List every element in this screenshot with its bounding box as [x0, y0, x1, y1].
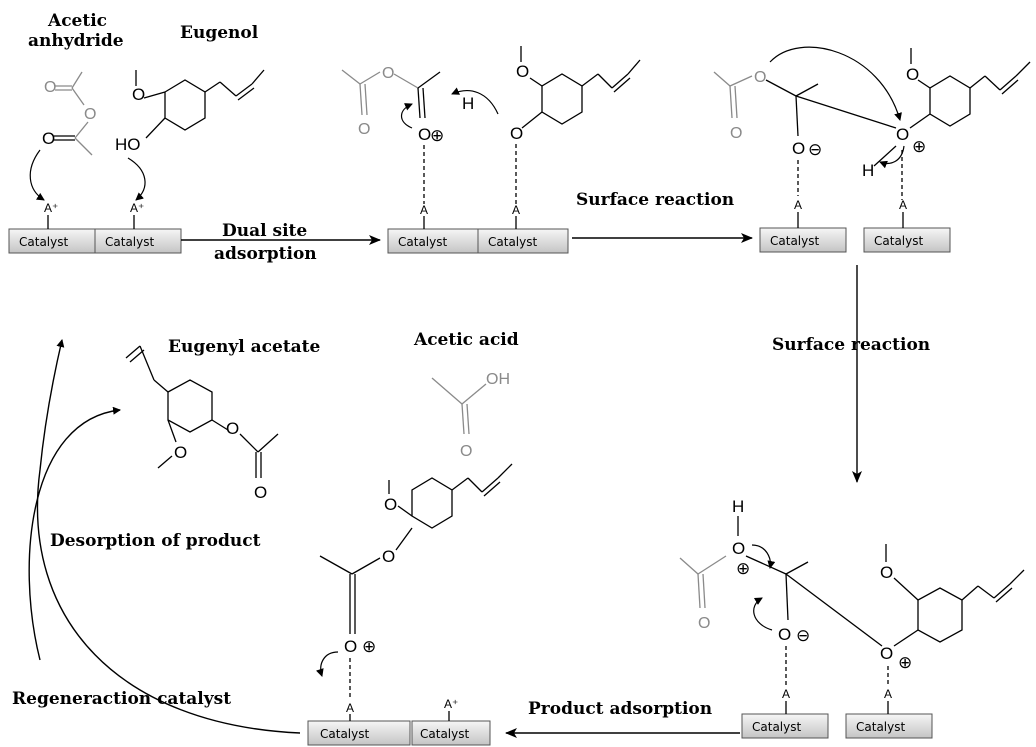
atom-o: O — [754, 69, 766, 86]
label-acetic-anhydride-1: Acetic — [47, 11, 107, 31]
atom-o: O — [516, 62, 529, 81]
label-surface-reaction-top: Surface reaction — [576, 190, 734, 210]
label-dual-site-2: adsorption — [214, 244, 317, 264]
site-a: A — [512, 203, 520, 217]
step1-sites: A⁺ A⁺ — [29, 149, 146, 229]
atom-o: O — [384, 495, 397, 514]
charge-plus: ⊕ — [430, 126, 444, 145]
atom-o: O — [698, 615, 710, 632]
catalyst-block — [411, 720, 491, 746]
atom-o: O — [730, 125, 742, 142]
acetic-acid-structure: OH O — [431, 371, 510, 460]
arrow-regeneration-curve — [36, 339, 301, 734]
site-a-plus: A⁺ — [130, 201, 144, 215]
atom-o: O — [344, 637, 357, 656]
acetic-anhydride-structure: O O O — [42, 71, 96, 156]
site-a: A — [884, 687, 892, 701]
atom-o: O — [880, 563, 893, 582]
atom-o: O — [792, 139, 805, 158]
catalyst-label: Catalyst — [874, 234, 923, 248]
step5-complex: O O O ⊕ A A⁺ — [315, 463, 513, 721]
atom-o: O — [896, 125, 909, 144]
catalyst-block — [307, 720, 411, 746]
step3-complex: O O O ⊖ A O ⊕ H A O — [713, 46, 1031, 228]
eugenol-structure: O HO — [115, 69, 265, 154]
eugenyl-acetate-structure: O O O — [125, 345, 279, 502]
atom-o: O — [226, 419, 239, 438]
catalyst-pair-step4: Catalyst Catalyst — [741, 713, 933, 739]
label-desorption: Desorption of product — [50, 531, 261, 551]
atom-o: O — [880, 644, 893, 663]
atom-h: H — [462, 94, 474, 113]
catalyst-label: Catalyst — [320, 727, 369, 741]
atom-o: O — [358, 121, 370, 138]
label-surface-reaction-right: Surface reaction — [772, 335, 930, 355]
catalyst-pair-step5: Catalyst Catalyst — [307, 720, 491, 746]
atom-o: O — [132, 85, 145, 104]
atom-ho: HO — [115, 135, 141, 154]
catalyst-block — [477, 228, 569, 254]
site-a: A — [782, 687, 790, 701]
site-a-plus: A⁺ — [444, 697, 458, 711]
atom-o: O — [174, 443, 187, 462]
catalyst-pair-step2: Catalyst Catalyst — [387, 228, 569, 254]
atom-o: O — [382, 65, 394, 82]
catalyst-label: Catalyst — [488, 235, 537, 249]
catalyst-label: Catalyst — [770, 234, 819, 248]
process-arrows — [28, 233, 862, 738]
site-a: A — [346, 701, 354, 715]
atom-o: O — [510, 124, 523, 143]
atom-o: O — [42, 129, 55, 148]
catalyst-label: Catalyst — [19, 235, 68, 249]
label-dual-site-1: Dual site — [222, 221, 307, 241]
catalyst-block — [94, 228, 182, 254]
catalyst-block — [759, 227, 847, 253]
catalyst-block — [741, 713, 829, 739]
catalyst-block — [387, 228, 479, 254]
catalyst-pair-step1: Catalyst Catalyst — [8, 228, 182, 254]
label-product-adsorption: Product adsorption — [528, 699, 712, 719]
catalyst-block — [845, 713, 933, 739]
atom-o: O — [84, 106, 96, 123]
atom-h: H — [862, 161, 874, 180]
site-a-plus: A⁺ — [44, 201, 58, 215]
label-eugenyl-acetate: Eugenyl acetate — [168, 337, 321, 357]
charge-plus: ⊕ — [736, 559, 750, 578]
atom-o: O — [778, 625, 791, 644]
charge-plus: ⊕ — [362, 637, 376, 656]
catalyst-label: Catalyst — [420, 727, 469, 741]
site-a: A — [420, 203, 428, 217]
catalyst-block — [863, 227, 951, 253]
charge-minus: ⊖ — [796, 626, 810, 645]
charge-plus: ⊕ — [898, 653, 912, 672]
atom-o: O — [254, 483, 267, 502]
label-regeneration: Regeneraction catalyst — [12, 689, 231, 709]
atom-o: O — [906, 65, 919, 84]
label-eugenol: Eugenol — [180, 23, 259, 43]
label-acetic-anhydride-2: anhydride — [28, 31, 124, 51]
step4-complex: H O ⊕ O O ⊖ A O ⊕ A O — [679, 497, 1025, 714]
catalyst-pair-step3: Catalyst Catalyst — [759, 227, 951, 253]
atom-o: O — [44, 79, 56, 96]
atom-o: O — [382, 547, 395, 566]
atom-oh: OH — [486, 371, 510, 388]
charge-plus: ⊕ — [912, 137, 926, 156]
atom-h: H — [732, 497, 744, 516]
atom-o: O — [732, 539, 745, 558]
step2-complex: O O O ⊕ A H O A O — [341, 46, 641, 229]
catalyst-label: Catalyst — [856, 720, 905, 734]
catalyst-label: Catalyst — [752, 720, 801, 734]
site-a: A — [794, 198, 802, 212]
catalyst-block — [8, 228, 96, 254]
site-a: A — [899, 198, 907, 212]
charge-minus: ⊖ — [808, 140, 822, 159]
atom-o: O — [418, 125, 431, 144]
catalyst-label: Catalyst — [398, 235, 447, 249]
atom-o: O — [460, 443, 472, 460]
label-acetic-acid: Acetic acid — [413, 330, 519, 350]
catalyst-label: Catalyst — [105, 235, 154, 249]
arrow-desorption-curve — [28, 406, 121, 661]
